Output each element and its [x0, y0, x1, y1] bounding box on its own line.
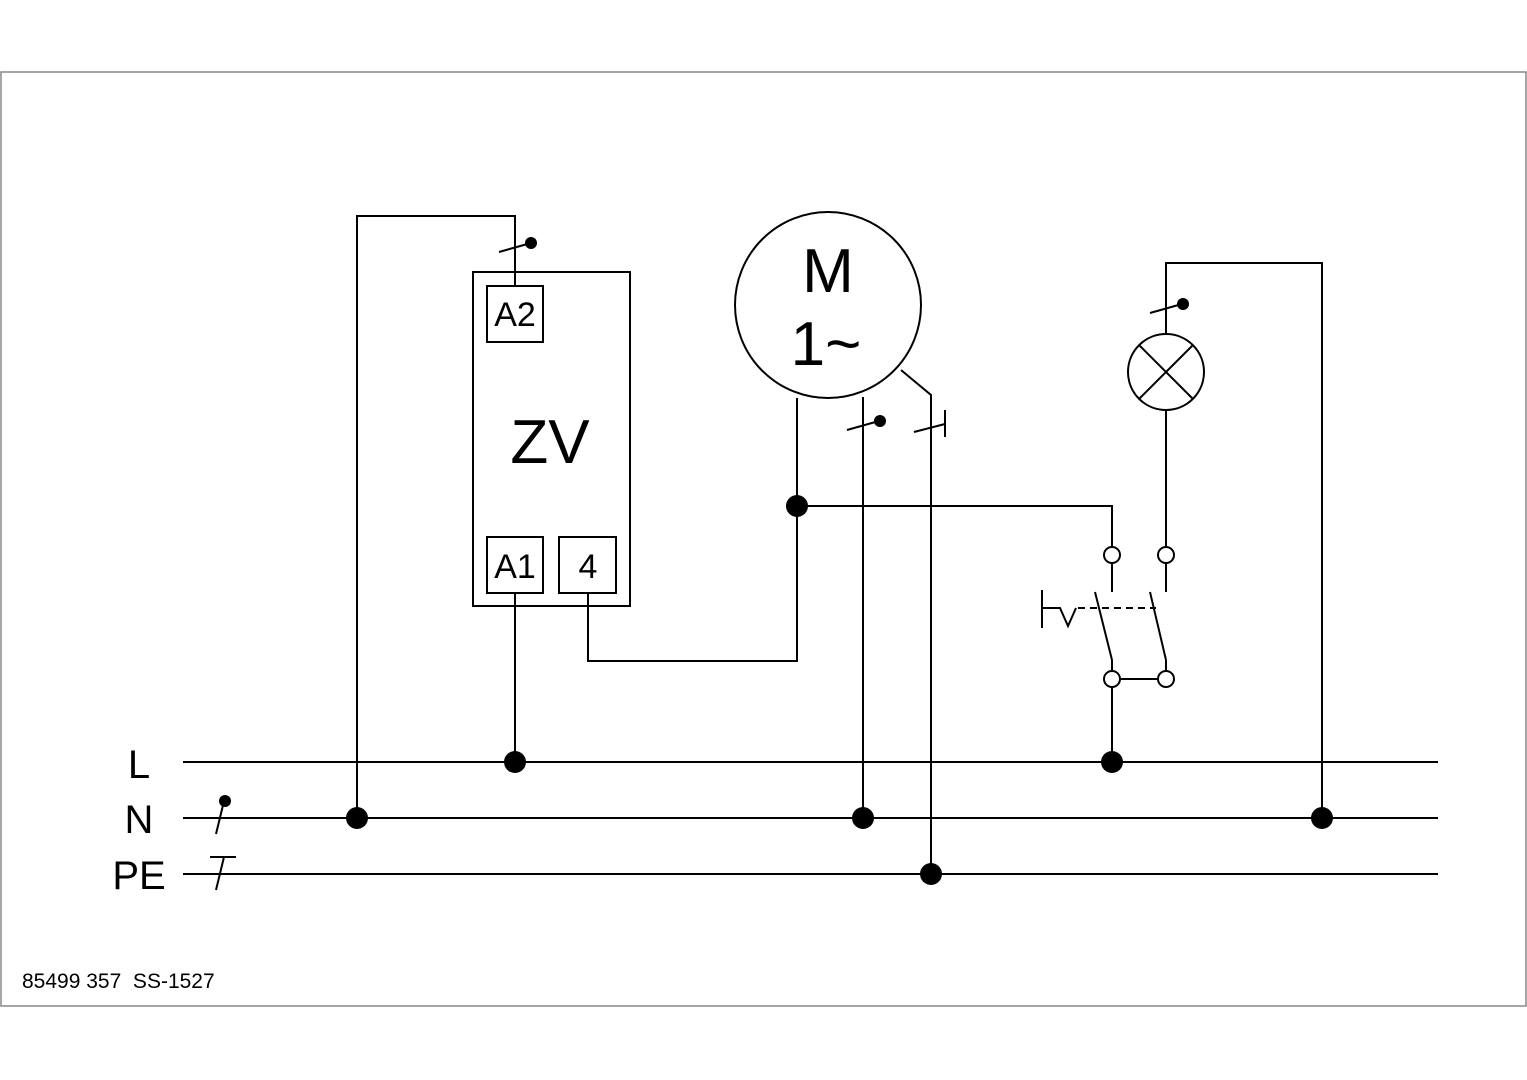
bus-label-l: L [128, 743, 150, 787]
junction-dot [852, 807, 874, 829]
motor-phase: 1~ [791, 310, 862, 379]
relay-terminal-a2-box [486, 285, 544, 343]
relay-terminal-a2-label: A2 [494, 296, 536, 334]
bus-label-n: N [125, 798, 154, 842]
wire-lamp-to-n [1165, 262, 1323, 818]
bus-label-pe: PE [112, 854, 165, 898]
neutral-conductor-mark [846, 415, 886, 431]
lamp-icon [1127, 333, 1205, 411]
wire-n-to-a2 [356, 215, 516, 818]
wire-motor-to-pe [900, 369, 932, 874]
drawing-code: 85499 357 SS-1527 [22, 970, 215, 993]
relay-terminal-4-label: 4 [579, 548, 598, 586]
junction-dot [920, 863, 942, 885]
motor-circle [734, 211, 922, 399]
junction-dot [504, 751, 526, 773]
protective-earth-mark [913, 410, 946, 437]
relay-label: ZV [510, 408, 590, 477]
neutral-conductor-mark [1149, 298, 1189, 314]
junction-dot [1101, 751, 1123, 773]
junction-dot [786, 495, 808, 517]
junction-dot [346, 807, 368, 829]
relay-terminal-a1-label: A1 [494, 548, 536, 586]
switch-icon [1041, 546, 1175, 688]
wire-motor-to-switch [797, 505, 1113, 546]
diagram-frame [0, 71, 1527, 1007]
protective-earth-mark [210, 856, 236, 891]
junction-dot [1311, 807, 1333, 829]
neutral-conductor-mark [498, 237, 537, 253]
neutral-conductor-mark [215, 795, 231, 835]
motor-symbol: M [802, 237, 854, 306]
wire-4-to-motor [587, 398, 798, 662]
relay-terminal-a1-box [486, 536, 544, 594]
